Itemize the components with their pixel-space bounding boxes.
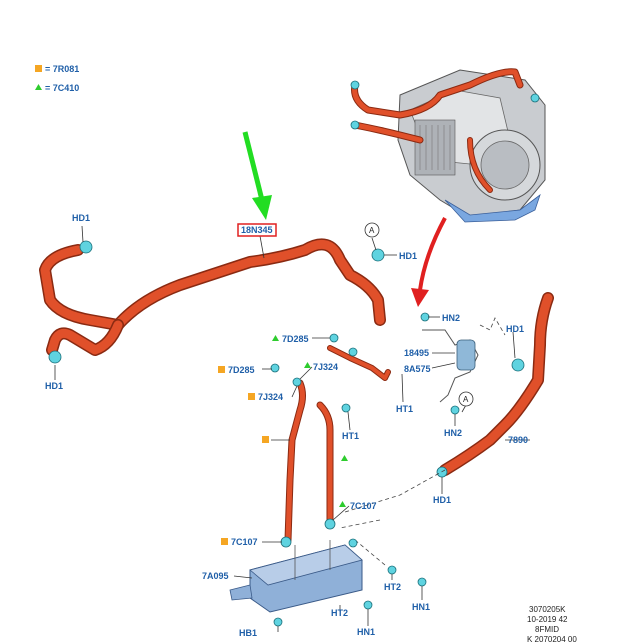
triangle-marker-icon [341,455,348,461]
legend: = 7R081 = 7C410 [35,64,79,93]
label-hd1[interactable]: HD1 [399,251,417,261]
oil-cooler [229,538,427,627]
legend-item-7r081: = 7R081 [45,64,79,74]
info-line: 10-2019 42 [527,615,568,624]
label-hd1[interactable]: HD1 [506,324,524,334]
square-marker-icon [218,366,225,373]
label-7c107[interactable]: 7C107 [350,501,377,511]
info-line: 3070205K [529,605,566,614]
label-8a575[interactable]: 8A575 [404,364,431,374]
lower-tubes [270,333,391,548]
circle-a-label: A [463,395,469,404]
highlight-box [237,223,277,237]
legend-square-icon [35,65,42,72]
info-line: K 2070204 00 [527,635,577,643]
label-hb1[interactable]: HB1 [239,628,257,638]
legend-triangle-icon [35,84,42,90]
label-hd1[interactable]: HD1 [72,213,90,223]
triangle-marker-icon [304,362,311,368]
clamp-icon [371,248,385,262]
red-arrow-icon [411,217,447,307]
label-7d285[interactable]: 7D285 [282,334,309,344]
label-ht1[interactable]: HT1 [342,431,359,441]
label-7c107[interactable]: 7C107 [231,537,258,547]
info-line: 8FMID [535,625,559,634]
label-7890[interactable]: 7890 [508,435,528,445]
square-marker-icon [221,538,228,545]
label-18495[interactable]: 18495 [404,348,429,358]
label-hn2[interactable]: HN2 [444,428,462,438]
circle-a-marker: A [364,222,380,238]
square-marker-icon [262,436,269,443]
illustration-info-block: 3070205K 10-2019 42 8FMID K 2070204 00 [527,605,577,643]
label-7d285[interactable]: 7D285 [228,365,255,375]
label-hd1[interactable]: HD1 [45,381,63,391]
circle-a-marker: A [458,391,474,407]
transmission-illustration [350,68,546,223]
hose-18n345 [39,238,386,364]
hose-7890 [436,292,554,478]
legend-item-7c410: = 7C410 [45,83,79,93]
green-arrow-icon [242,131,272,220]
label-hn1[interactable]: HN1 [357,627,375,637]
square-marker-icon [248,393,255,400]
leader-lines [54,225,530,632]
triangle-marker-icon [272,335,279,341]
label-ht1[interactable]: HT1 [396,404,413,414]
label-7j324[interactable]: 7J324 [258,392,283,402]
clamp-icon [48,350,62,364]
label-ht2[interactable]: HT2 [384,582,401,592]
label-7a095[interactable]: 7A095 [202,571,229,581]
clamp-icon [79,240,93,254]
label-hd1[interactable]: HD1 [433,495,451,505]
label-7j324[interactable]: 7J324 [313,362,338,372]
valve-assembly [420,312,479,415]
clamp-icon [511,358,525,372]
circle-a-label: A [369,226,375,235]
label-ht2[interactable]: HT2 [331,608,348,618]
label-hn1[interactable]: HN1 [412,602,430,612]
label-hn2[interactable]: HN2 [442,313,460,323]
label-18n345[interactable]: 18N345 [241,225,273,235]
triangle-marker-icon [339,501,346,507]
